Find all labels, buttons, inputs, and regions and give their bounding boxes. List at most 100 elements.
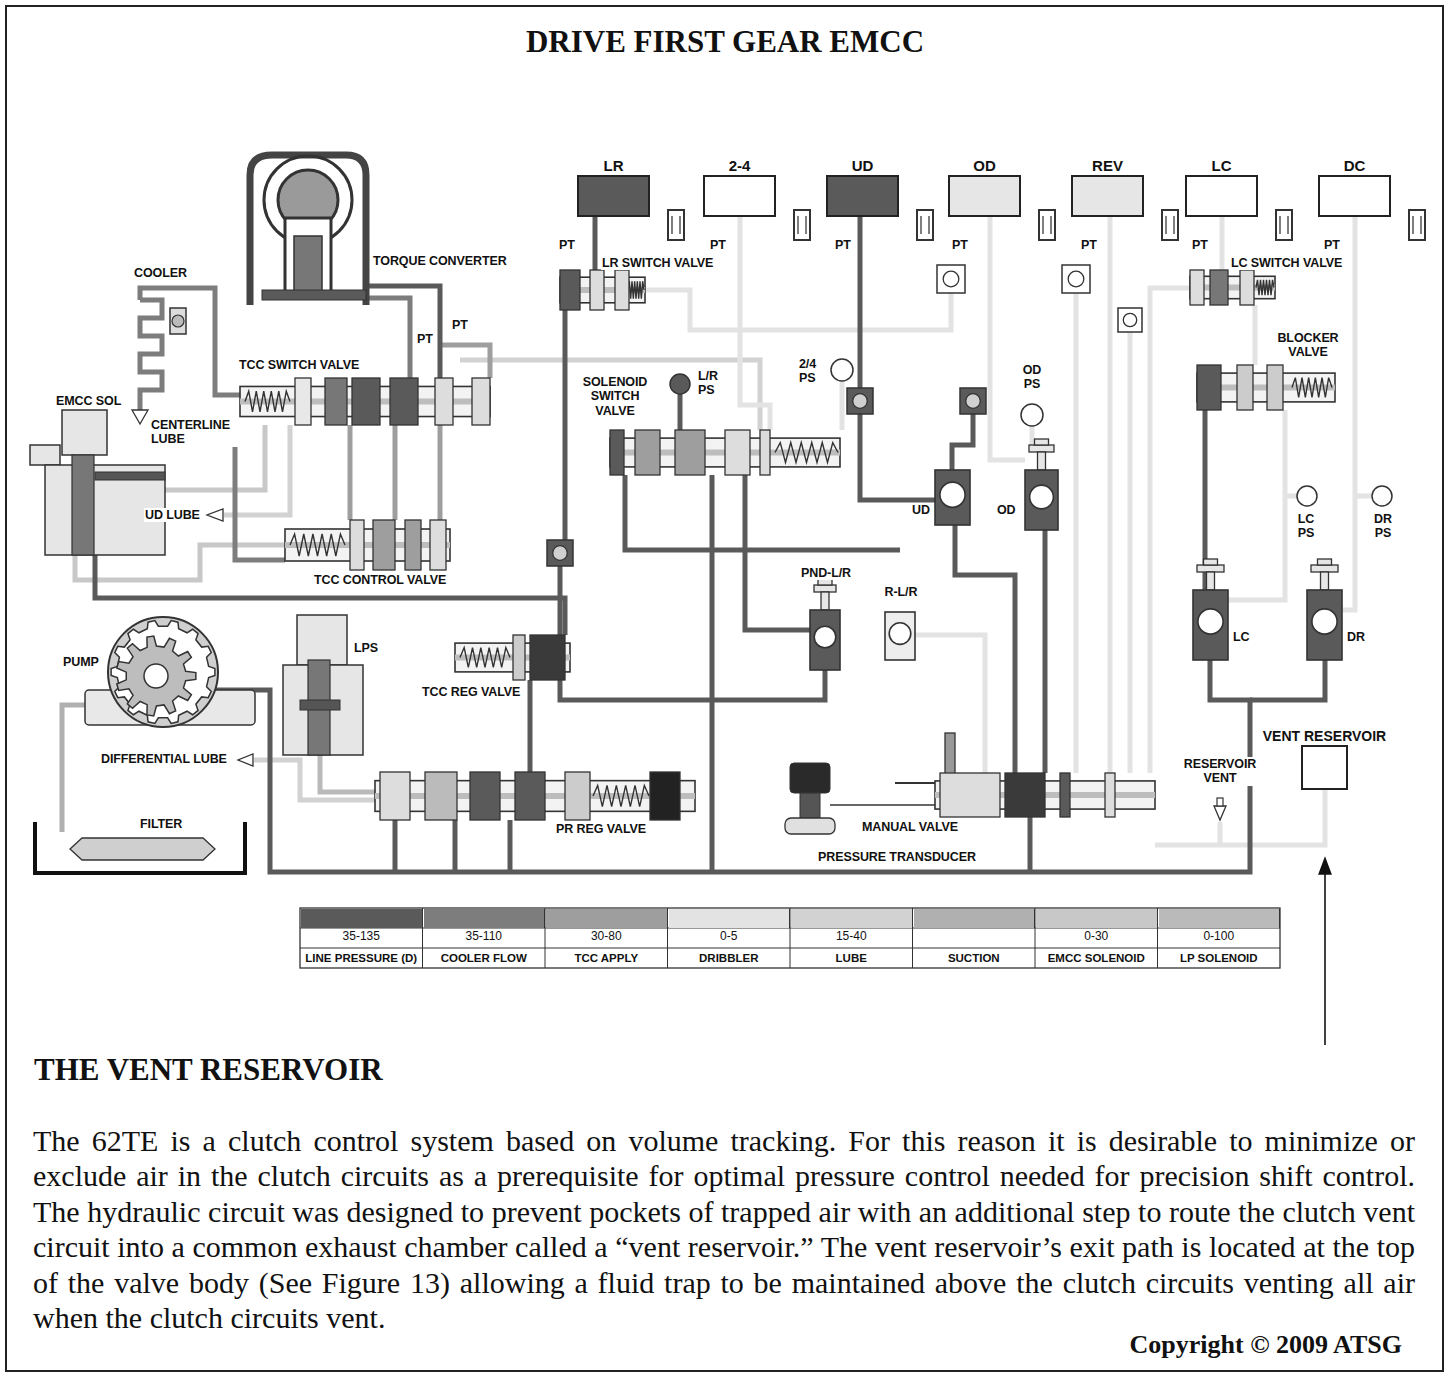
fluid-passage [1074,293,1079,773]
spring-symbol [593,785,649,806]
part-label: COOLER [133,266,188,280]
fluid-passage [1028,817,1033,872]
solenoid-switch-valve-land [725,430,750,475]
legend-swatch [914,909,1036,928]
fluid-passage [1220,217,1225,270]
manual-valve-land [1060,773,1070,817]
converter-shaft [262,290,366,300]
clutch-box: DC [1318,175,1391,217]
pressure-switch [670,374,690,394]
cooler-check [170,308,186,334]
copyright-notice: Copyright © 2009 ATSG [1129,1331,1403,1359]
part-label: BLOCKER VALVE [1272,331,1344,360]
port-label: PT [951,238,969,252]
check-valve-ball [966,394,981,409]
legend-swatch [301,909,423,928]
fluid-passage [710,475,715,872]
r-lr-valve-body [885,612,915,660]
port-label: PT [1191,238,1209,252]
port-label: PT [1323,238,1341,252]
fluid-passage [740,217,770,430]
range-value: 30-80 [590,930,623,944]
part-label: LC [1232,630,1250,644]
fluid-passage [952,414,973,470]
fluid-passage [1108,217,1113,773]
cooler-symbol [140,300,162,410]
dr-valve-stem [1321,572,1329,590]
check-valve [1118,308,1142,332]
blocker-valve-land [1237,365,1253,410]
pr-reg-valve-land [425,772,457,820]
pr-reg-valve-land [650,772,680,820]
box-heading: VENT RESERVOIR [1261,728,1388,744]
spring-symbol [775,443,838,463]
pump-drive-gear [117,636,196,716]
lc-valve-body [1193,590,1228,660]
dribbler-accumulator [1043,216,1051,234]
fluid-passage [320,755,375,792]
part-label: DR PS [1367,512,1399,541]
check-valve-ball [853,394,868,409]
diagram-title: DRIVE FIRST GEAR EMCC [526,24,924,60]
fluid-passage [840,381,845,430]
check-valve-ball [553,546,568,561]
pressure-transducer [785,818,835,834]
lc-valve-cap [1204,559,1218,565]
range-value: 0-5 [719,930,738,944]
spring-symbol [290,534,345,556]
fluid-passage [235,425,285,560]
tcc-control-valve-land [430,520,446,570]
fluid-passage [366,298,410,378]
legend-text: TCC APPLY [574,951,638,965]
part-label: L/R PS [697,369,729,398]
port-label: PT [709,238,727,252]
pressure-switch [831,359,853,381]
legend-swatch [669,909,791,928]
fluid-passage [528,680,533,772]
leader-arrow-head [1319,858,1331,874]
part-label: TCC CONTROL VALVE [313,573,447,587]
manual-lever [895,782,935,784]
fluid-passage [1228,410,1285,600]
dribbler-accumulator [1409,210,1425,240]
dribbler-accumulator [1166,216,1174,234]
dr-valve-body [1307,590,1342,660]
manual-valve-land [940,773,1000,817]
dr-valve-cap [1318,559,1332,565]
legend-text: EMCC SOLENOID [1048,951,1145,965]
reservoir-box: VENT RESERVOIR [1301,745,1348,790]
fluid-passage [1150,288,1190,773]
solenoid-plunger [72,455,94,555]
converter-housing [250,155,366,305]
solenoid-switch-valve-land [635,430,660,475]
dribbler-accumulator [672,216,680,234]
box-heading: LR [602,157,626,174]
pr-reg-valve-land [380,772,410,820]
check-valve-ball [1068,271,1084,287]
part-label: LR SWITCH VALVE [601,256,714,270]
part-label: DIFFERENTIAL LUBE [100,752,228,766]
part-label: R-L/R [884,585,919,599]
dribbler-accumulator [798,216,806,234]
box-heading: OD [971,157,998,174]
fluid-passage [1128,332,1133,773]
tcc-switch-valve-land [435,378,453,425]
spring-symbol [1292,378,1332,398]
check-valve [847,388,873,414]
fluid-passage [1218,822,1223,845]
lc-valve-cap [1197,565,1224,572]
dribbler-accumulator [1413,216,1421,234]
tcc-switch-valve-land [352,378,380,425]
fluid-passage [1250,660,1325,700]
dribbler-accumulator [917,210,933,240]
fluid-passage [1253,305,1258,365]
fluid-passage [1342,217,1355,610]
pressure-switch [1297,486,1317,506]
ud-valve-ball [940,482,965,507]
range-value: 15-40 [835,930,868,944]
blocker-valve-land [1267,365,1283,410]
solenoid-switch-valve-land [675,430,705,475]
legend-text: LUBE [836,951,867,965]
fluid-passage [1285,494,1297,499]
pressure-switch [1372,486,1392,506]
